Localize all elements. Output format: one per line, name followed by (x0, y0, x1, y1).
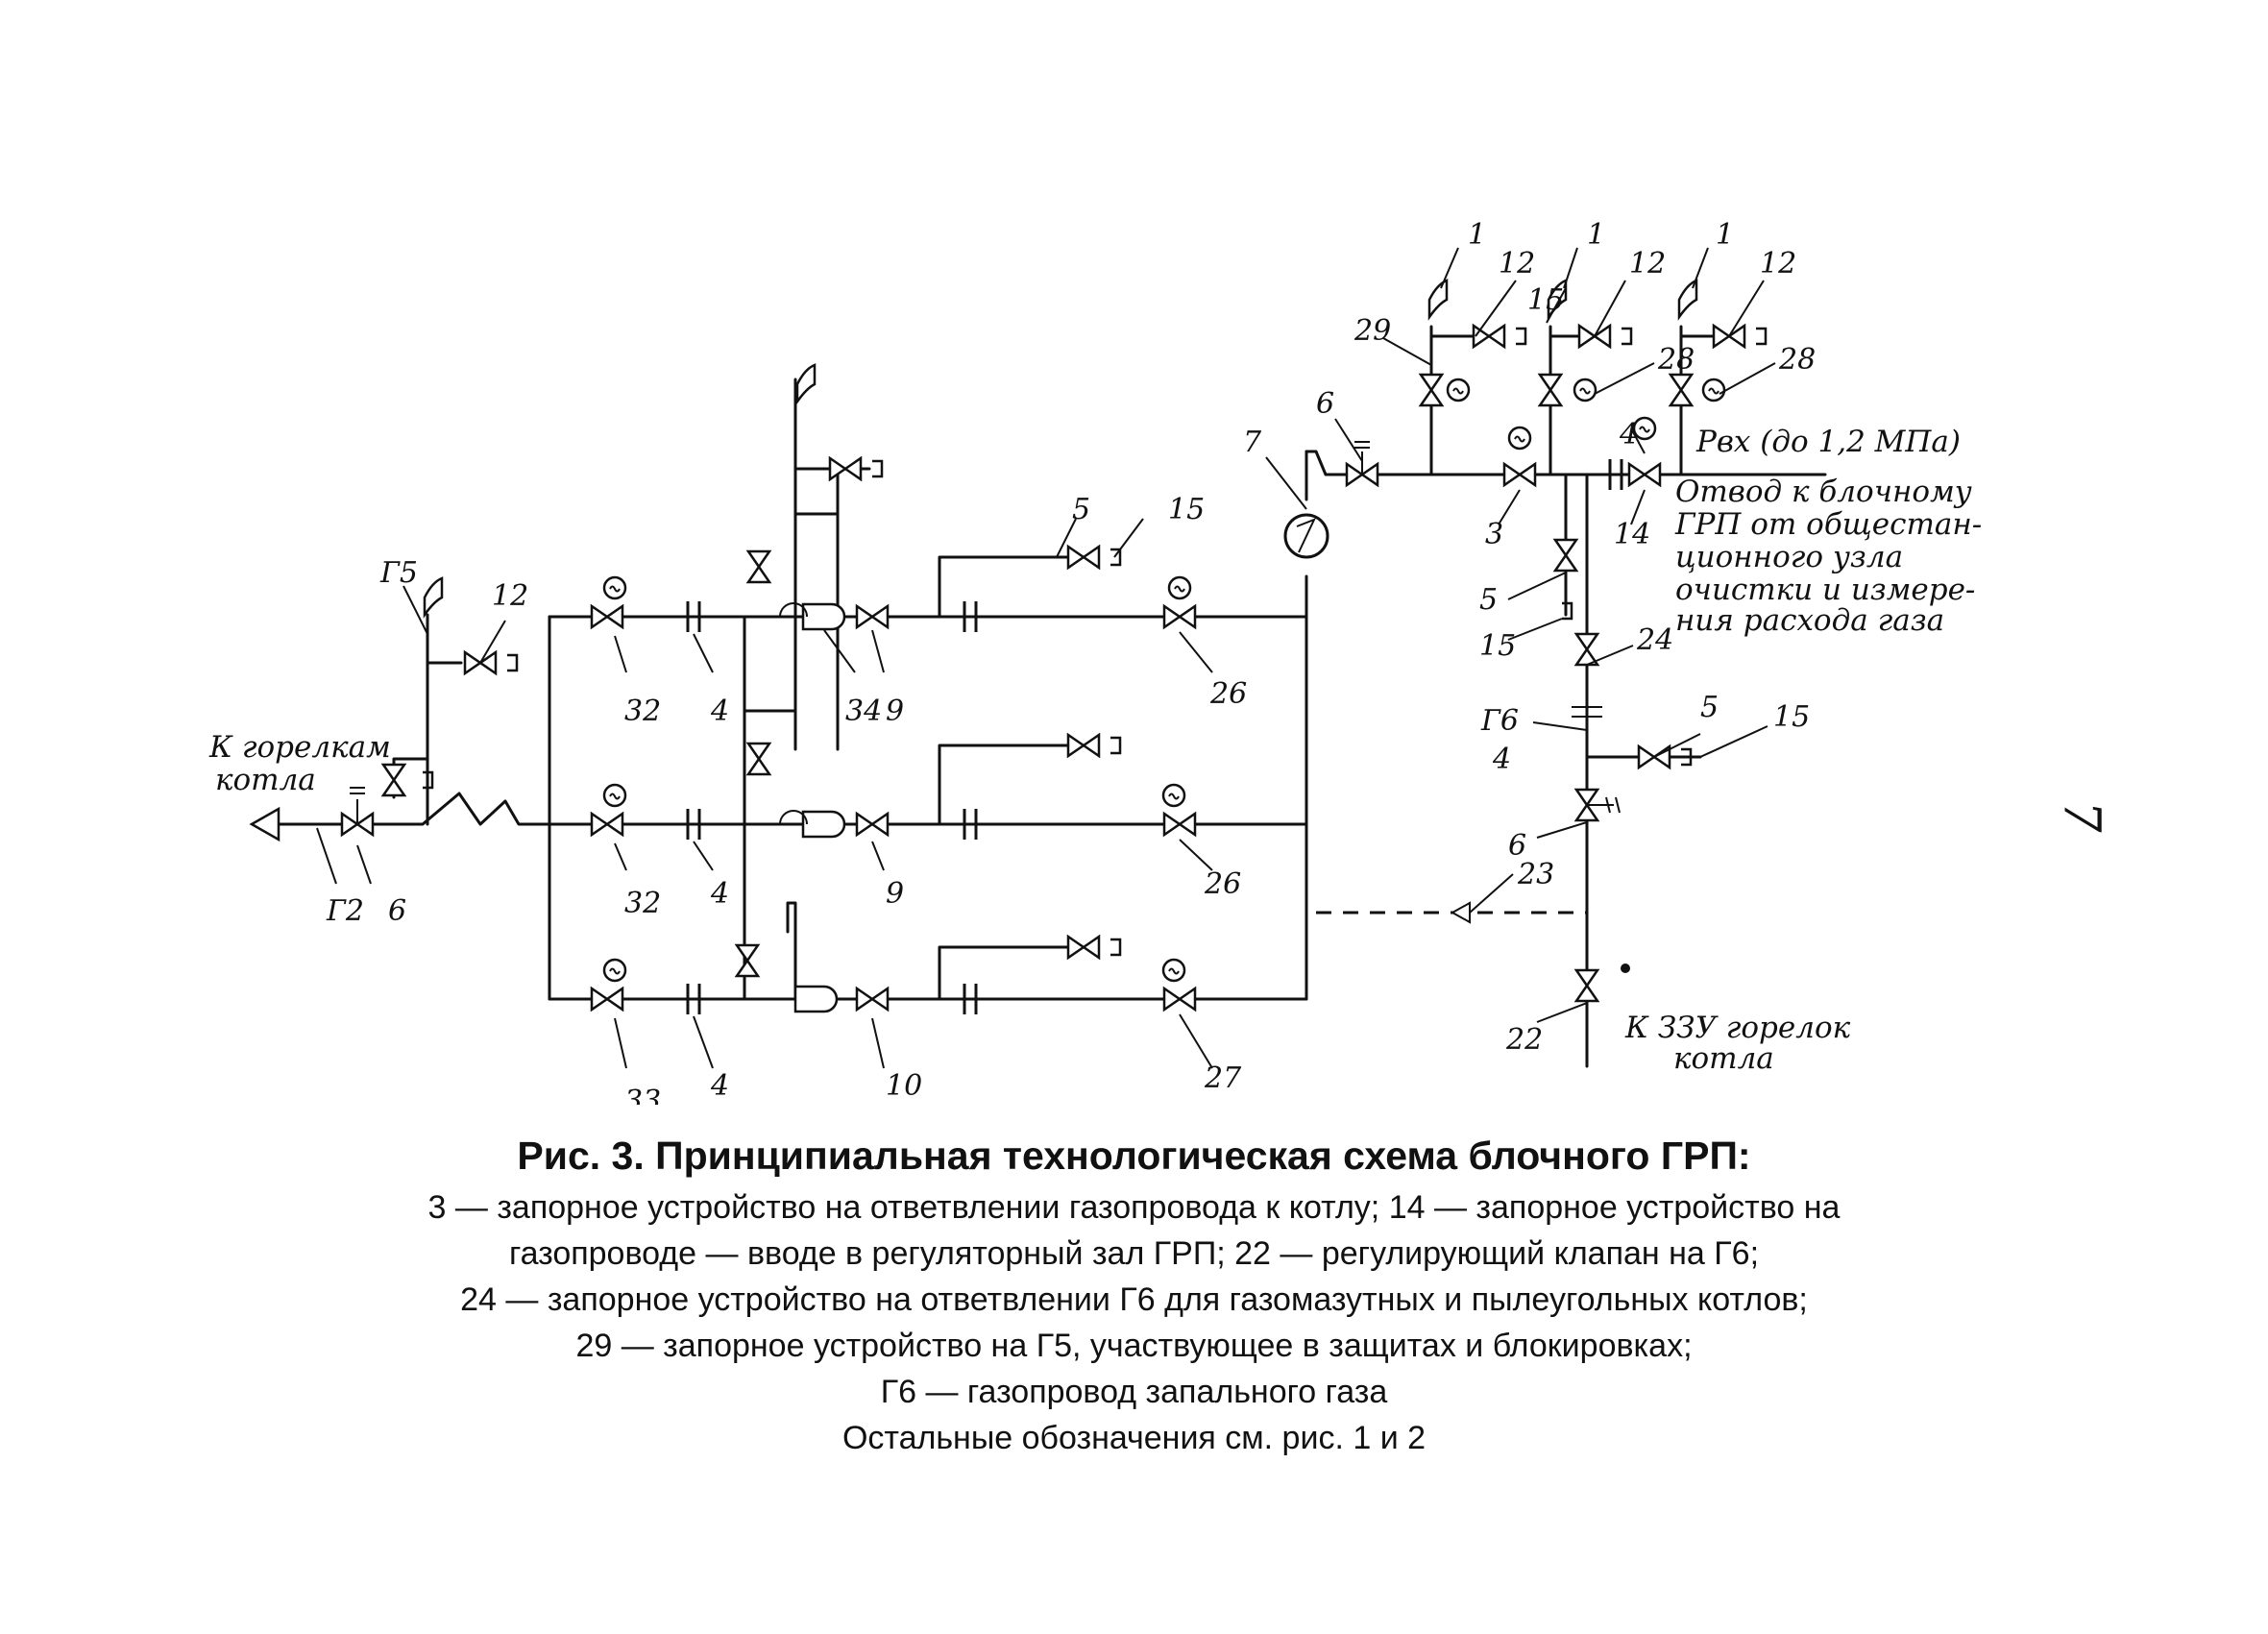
label-5-right: 5 (1479, 583, 1498, 617)
label-15-g6: 15 (1773, 700, 1810, 734)
equipment (249, 279, 1768, 1016)
label-5-g6: 5 (1700, 691, 1719, 724)
label-4a: 4 (710, 695, 729, 728)
label-28b: 28 (1778, 343, 1816, 377)
label-23: 23 (1517, 858, 1554, 891)
label-4c: 4 (710, 1069, 729, 1103)
label-15-line1: 15 (1168, 493, 1205, 526)
label-1a: 1 (1468, 218, 1486, 252)
label-26b: 26 (1204, 867, 1241, 901)
label-22: 22 (1505, 1023, 1543, 1057)
label-32b: 32 (624, 887, 661, 920)
process-scheme: 1 1 1 12 12 12 15 29 28 28 7 6 4 3 14 5 … (208, 218, 1982, 1105)
label-12-left: 12 (492, 579, 528, 613)
label-6-top: 6 (1316, 387, 1334, 421)
note-ignition-1: К ЗЗУ горелок (1624, 1011, 1851, 1045)
position-labels: 1 1 1 12 12 12 15 29 28 28 7 6 4 3 14 5 … (326, 218, 1816, 1105)
note-branch-5: ния расхода газа (1675, 603, 1944, 638)
label-g5: Г5 (379, 556, 418, 590)
label-6-g6: 6 (1508, 829, 1526, 863)
leader-lines (316, 247, 1776, 1069)
page-number: 7 (2052, 800, 2110, 833)
label-1c: 1 (1716, 218, 1734, 252)
label-32a: 32 (624, 695, 661, 728)
label-5-line1: 5 (1072, 493, 1090, 526)
label-26a: 26 (1209, 677, 1247, 711)
caption-line: газопроводе — вводе в регуляторный зал Г… (508, 1235, 1760, 1272)
label-g2: Г2 (326, 894, 364, 928)
caption-line: 24 — запорное устройство на ответвлении … (460, 1281, 1808, 1318)
label-33: 33 (624, 1085, 661, 1105)
caption-line: 3 — запорное устройство на ответвлении г… (427, 1189, 1841, 1226)
caption-title: Рис. 3. Принципиальная технологическая с… (517, 1134, 1751, 1178)
label-9a: 9 (886, 695, 904, 728)
label-7: 7 (1243, 426, 1262, 459)
label-3: 3 (1485, 518, 1503, 551)
label-4b: 4 (710, 877, 729, 911)
caption-line: Г6 — газопровод запального газа (880, 1374, 1388, 1410)
caption-line: 29 — запорное устройство на Г5, участвую… (575, 1328, 1693, 1364)
label-9b: 9 (886, 877, 904, 911)
note-branch-3: ционного узла (1675, 540, 1903, 574)
label-4-top: 4 (1619, 418, 1638, 451)
pipelines (275, 325, 1827, 1068)
label-4-g6: 4 (1492, 743, 1511, 776)
label-g6: Г6 (1480, 704, 1519, 738)
label-29: 29 (1353, 314, 1391, 348)
label-15-top: 15 (1527, 283, 1564, 317)
label-14: 14 (1614, 518, 1650, 551)
label-10: 10 (886, 1069, 922, 1103)
label-27: 27 (1204, 1061, 1242, 1095)
label-34: 34 (845, 695, 882, 728)
note-ignition-2: котла (1673, 1041, 1774, 1076)
note-burners-2: котла (215, 763, 316, 797)
caption-line: Остальные обозначения см. рис. 1 и 2 (841, 1420, 1427, 1456)
figure-caption: Рис. 3. Принципиальная технологическая с… (0, 1134, 2268, 1461)
label-28a: 28 (1657, 343, 1695, 377)
label-1b: 1 (1587, 218, 1605, 252)
label-24: 24 (1636, 623, 1673, 657)
note-branch-2: ГРП от общестан- (1674, 507, 1982, 542)
note-branch-1: Отвод к блочному (1675, 475, 1972, 509)
note-pressure: Pвх (до 1,2 МПа) (1695, 425, 1961, 459)
label-12c: 12 (1760, 247, 1796, 280)
label-12a: 12 (1499, 247, 1535, 280)
label-6-left: 6 (388, 894, 406, 928)
label-15-right: 15 (1479, 629, 1516, 663)
label-12b: 12 (1629, 247, 1666, 280)
notes: Pвх (до 1,2 МПа) Отвод к блочному ГРП от… (208, 425, 1982, 1076)
note-burners-1: К горелкам (208, 730, 391, 765)
note-branch-4: очистки и измере- (1675, 573, 1975, 607)
